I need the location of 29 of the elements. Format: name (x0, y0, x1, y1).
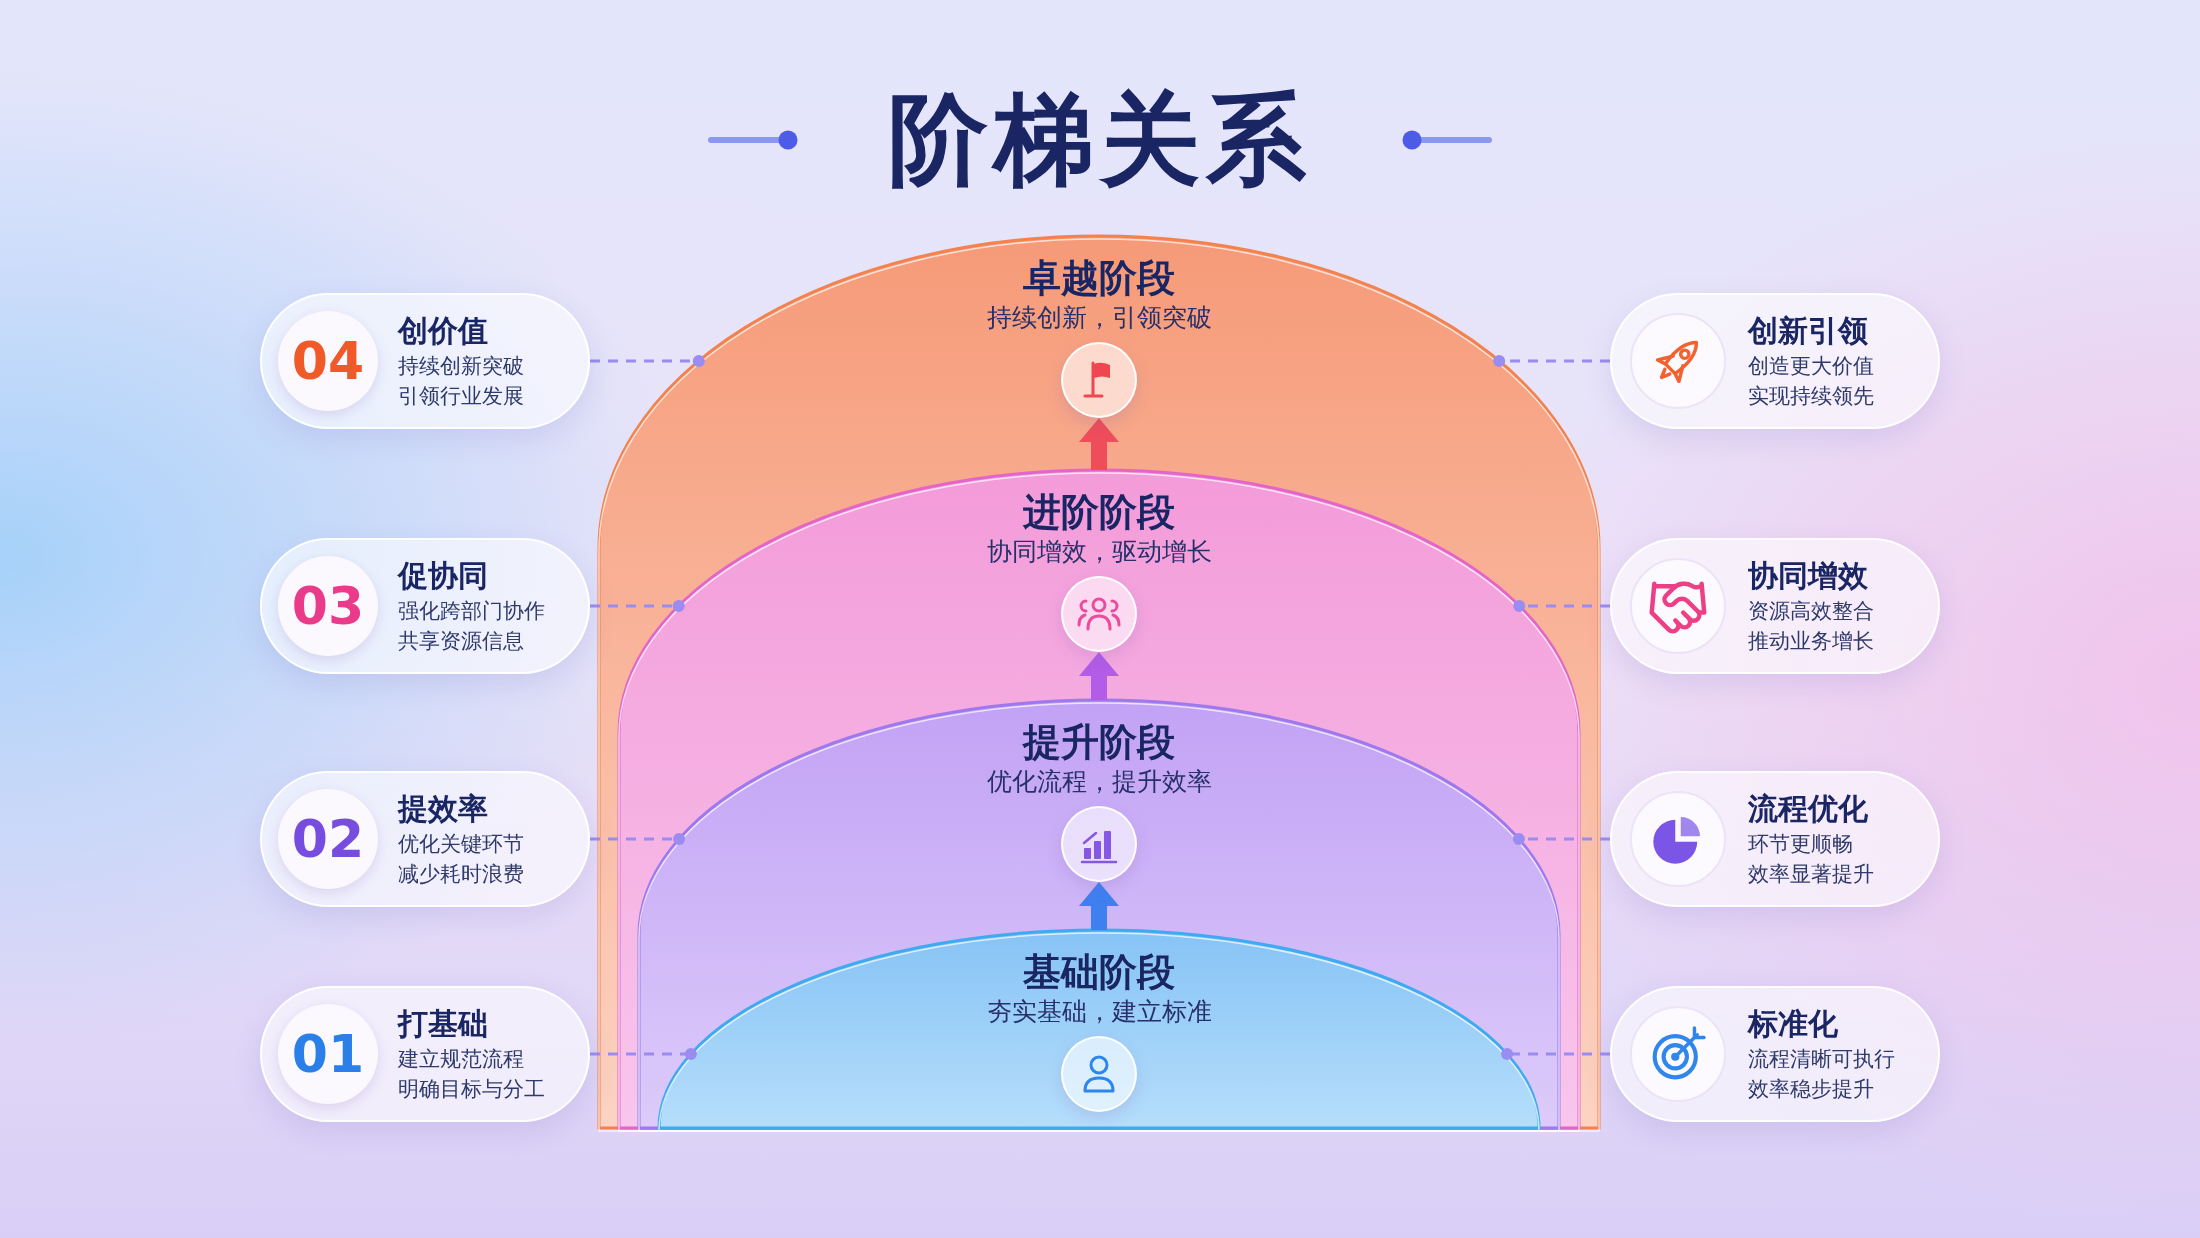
card-text: 减少耗时浪费 (398, 861, 524, 888)
step-number: 01 (278, 1004, 378, 1104)
card-text: 明确目标与分工 (398, 1076, 545, 1103)
card-text: 资源高效整合 (1748, 598, 1874, 625)
card-text: 持续创新突破 (398, 353, 524, 380)
card-title: 标准化 (1748, 1005, 1838, 1043)
step-number: 03 (278, 556, 378, 656)
card-text: 引领行业发展 (398, 383, 524, 410)
card-title: 流程优化 (1748, 790, 1868, 828)
card-text: 实现持续领先 (1748, 383, 1874, 410)
card-title: 创价值 (398, 312, 488, 350)
card-title: 促协同 (398, 557, 488, 595)
title: 阶梯关系 (888, 84, 1312, 196)
card-text: 效率显著提升 (1748, 861, 1874, 888)
step-number: 02 (278, 789, 378, 889)
card-title: 创新引领 (1748, 312, 1868, 350)
card-title: 打基础 (398, 1005, 488, 1043)
card-text: 建立规范流程 (398, 1046, 524, 1073)
card-text: 强化跨部门协作 (398, 598, 545, 625)
card-text: 流程清晰可执行 (1748, 1046, 1895, 1073)
card-text: 推动业务增长 (1748, 628, 1874, 655)
card-text: 创造更大价值 (1748, 353, 1874, 380)
card-text: 共享资源信息 (398, 628, 524, 655)
card-title: 协同增效 (1748, 557, 1868, 595)
card-text: 效率稳步提升 (1748, 1076, 1874, 1103)
card-text: 环节更顺畅 (1748, 831, 1853, 858)
card-text: 优化关键环节 (398, 831, 524, 858)
card-title: 提效率 (398, 790, 488, 828)
step-number: 04 (278, 311, 378, 411)
